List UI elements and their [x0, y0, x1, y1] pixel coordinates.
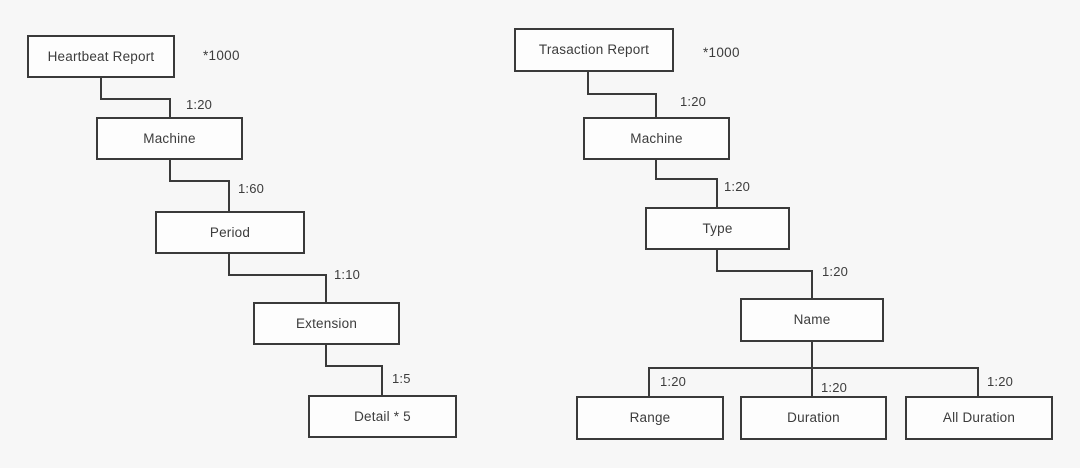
- node-box-type[interactable]: Type: [645, 207, 790, 250]
- heartbeat-connector-3: [325, 344, 383, 396]
- edge-label-extension-to-detail: 1:5: [392, 371, 411, 386]
- node-box-duration[interactable]: Duration: [740, 396, 887, 440]
- edge-label-machine-to-period: 1:60: [238, 181, 265, 196]
- edge-label-name-to-duration: 1:20: [821, 380, 848, 395]
- edge-label-name-to-all-duration: 1:20: [987, 374, 1014, 389]
- node-label-type: Type: [702, 220, 733, 236]
- node-label-trasaction-report: Trasaction Report: [538, 42, 650, 58]
- node-box-period[interactable]: Period: [155, 211, 305, 254]
- node-box-machine[interactable]: Machine: [96, 117, 243, 160]
- node-label-machine-2: Machine: [630, 130, 683, 146]
- transaction-connector-group: [587, 71, 979, 397]
- heartbeat-multiplier: *1000: [203, 48, 240, 63]
- transaction-connector-0: [587, 71, 657, 118]
- edge-label-type-to-name: 1:20: [822, 264, 849, 279]
- node-label-heartbeat-report: Heartbeat Report: [47, 48, 155, 64]
- edge-label-name-to-range: 1:20: [660, 374, 687, 389]
- edge-label-machine-2-to-type: 1:20: [724, 179, 751, 194]
- node-label-all-duration: All Duration: [942, 410, 1016, 426]
- heartbeat-connector-1: [169, 159, 230, 212]
- transaction-connector-2: [716, 249, 813, 299]
- node-box-machine-2[interactable]: Machine: [583, 117, 730, 160]
- node-box-heartbeat-report[interactable]: Heartbeat Report: [27, 35, 175, 78]
- node-label-duration: Duration: [787, 410, 840, 426]
- node-label-name: Name: [793, 312, 831, 328]
- node-label-range: Range: [629, 410, 671, 426]
- transaction-multiplier: *1000: [703, 45, 740, 60]
- node-box-range[interactable]: Range: [576, 396, 724, 440]
- heartbeat-connector-0: [100, 77, 171, 118]
- node-box-trasaction-report[interactable]: Trasaction Report: [514, 28, 674, 72]
- heartbeat-connector-2: [228, 253, 327, 303]
- node-label-period: Period: [209, 224, 251, 240]
- transaction-connector-1: [655, 159, 718, 208]
- edge-label-trasaction-report-to-machine-2: 1:20: [680, 94, 707, 109]
- node-label-machine: Machine: [143, 130, 196, 146]
- node-label-extension: Extension: [295, 315, 358, 331]
- node-box-detail[interactable]: Detail * 5: [308, 395, 457, 438]
- edge-label-period-to-extension: 1:10: [334, 267, 361, 282]
- node-box-extension[interactable]: Extension: [253, 302, 400, 345]
- node-box-name[interactable]: Name: [740, 298, 884, 342]
- edge-label-heartbeat-report-to-machine: 1:20: [186, 97, 213, 112]
- node-box-all-duration[interactable]: All Duration: [905, 396, 1053, 440]
- node-label-detail: Detail * 5: [354, 408, 411, 424]
- heartbeat-connector-group: [100, 77, 383, 396]
